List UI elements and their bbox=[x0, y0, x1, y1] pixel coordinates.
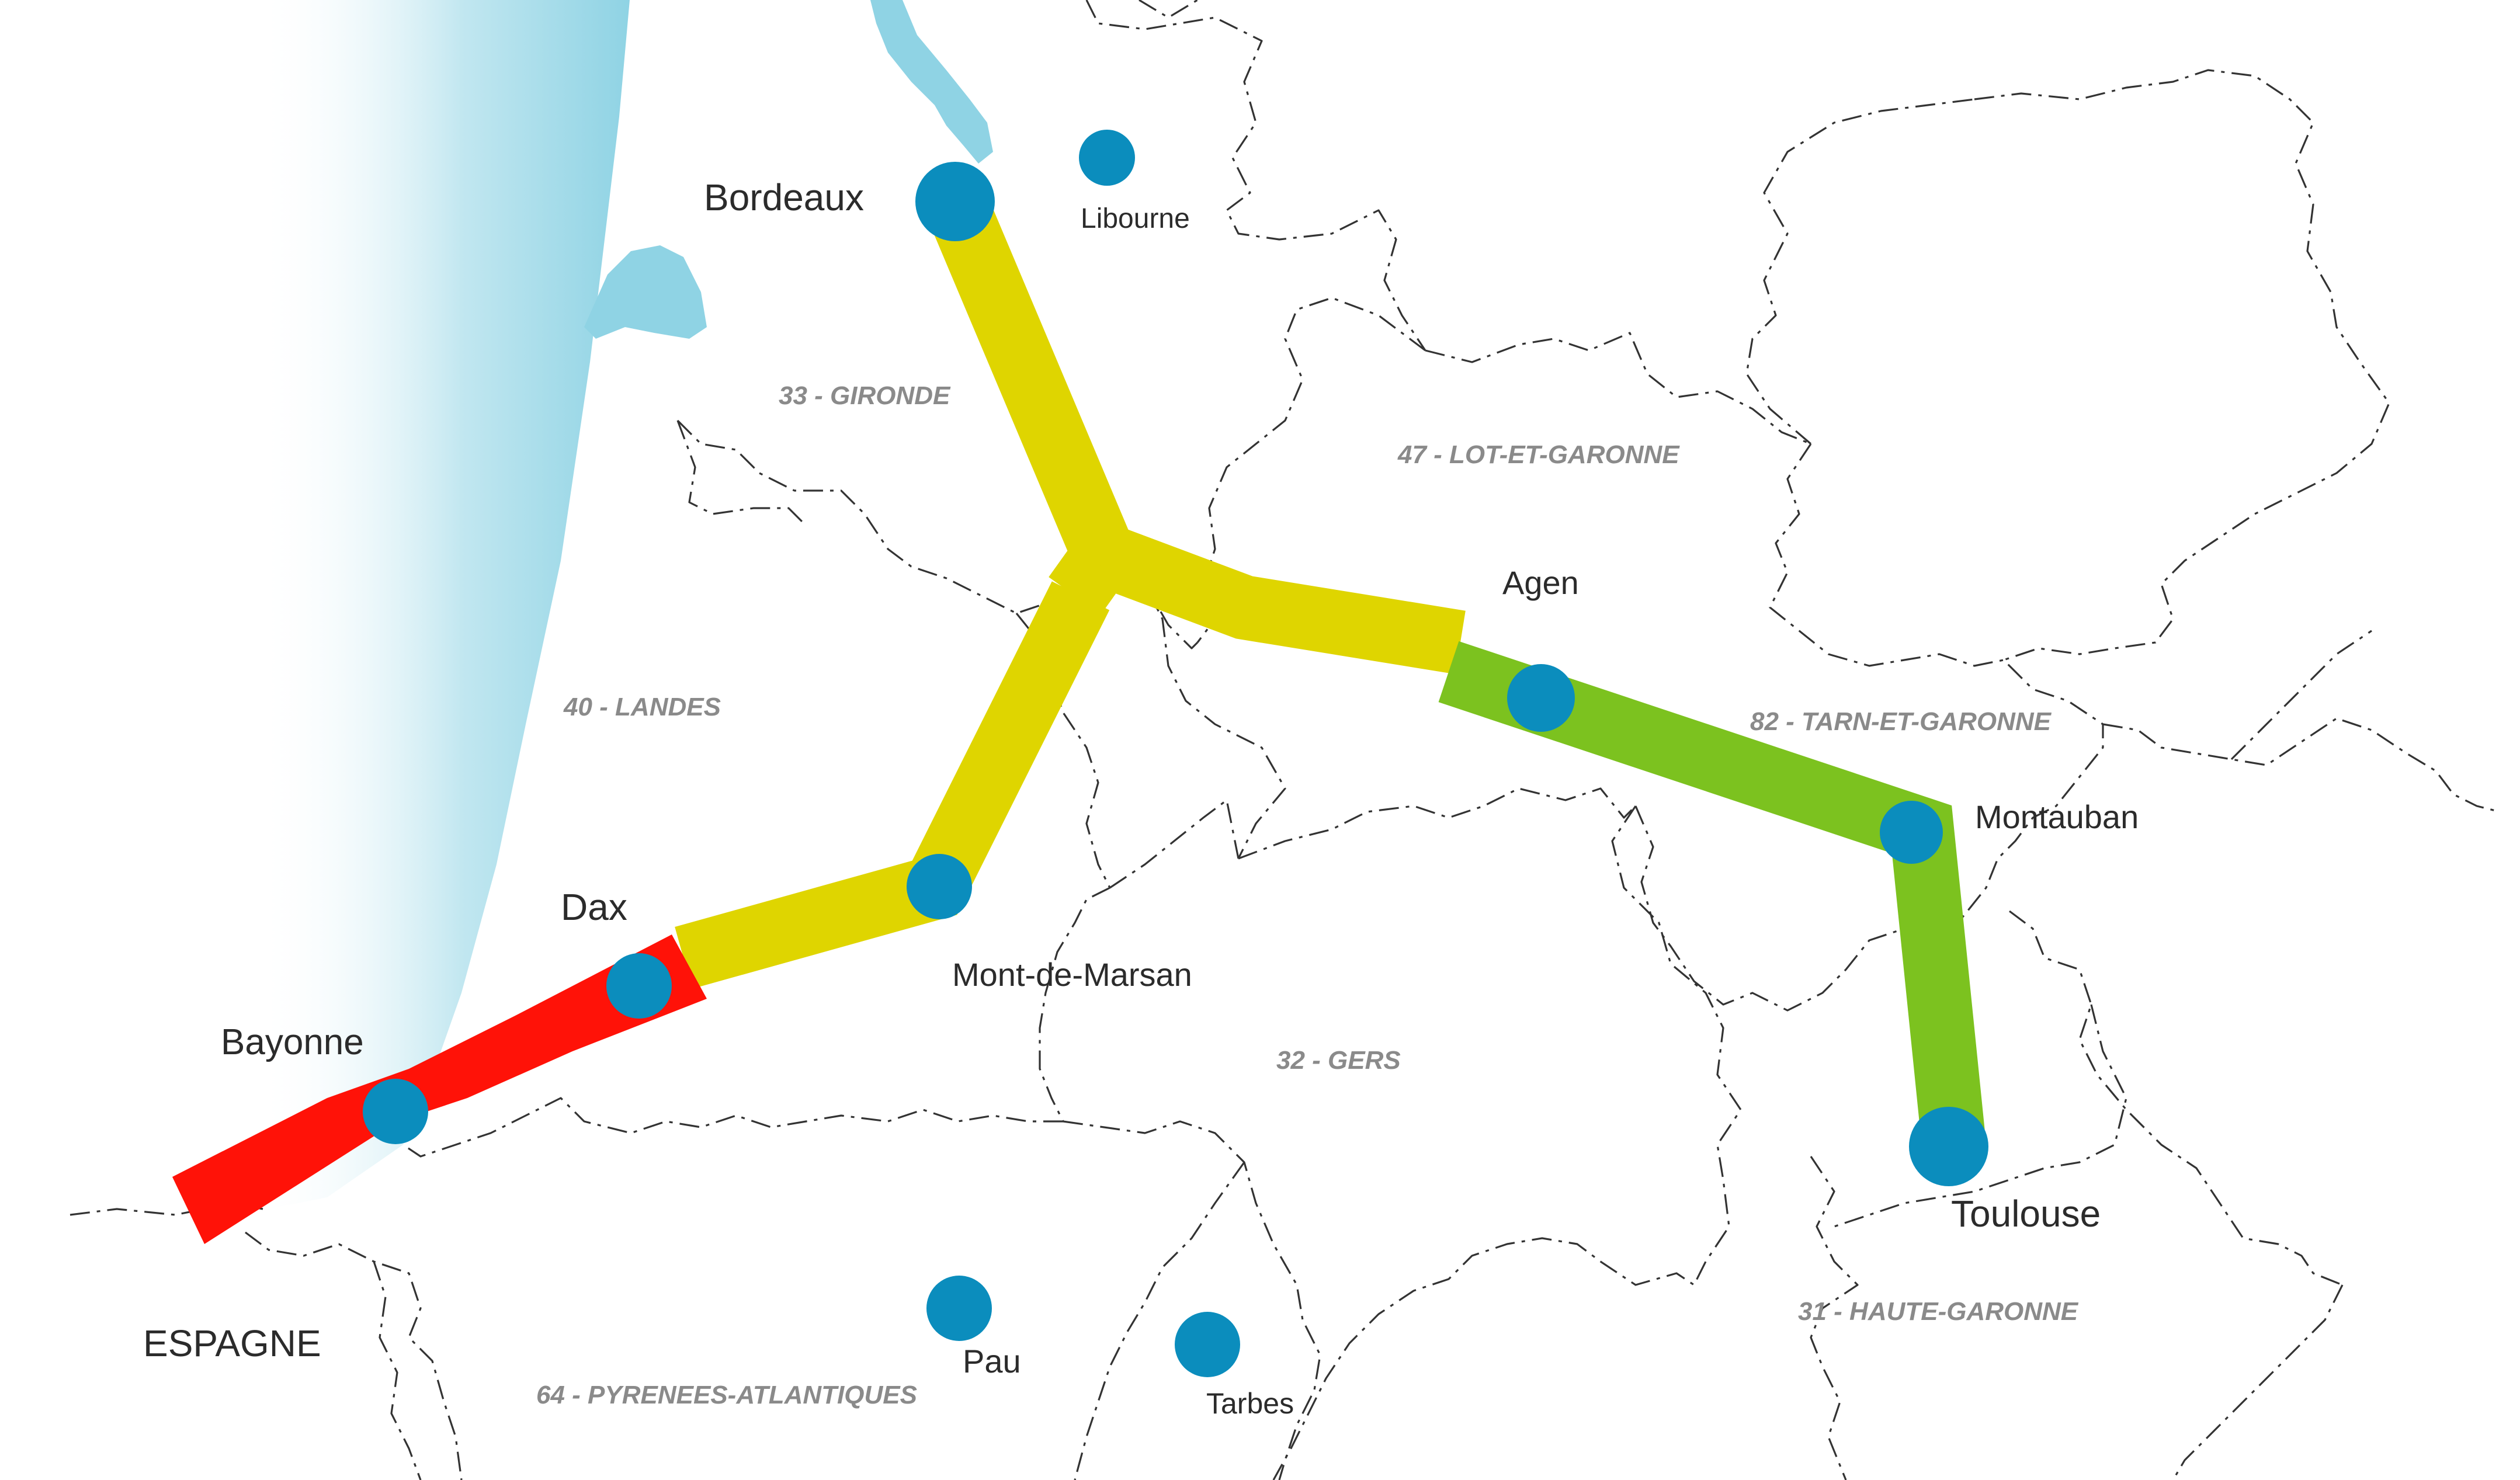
route-bordeaux-branch bbox=[925, 189, 1141, 614]
city-labels: Bordeaux Libourne Agen Montauban Toulous… bbox=[143, 176, 2139, 1420]
country-label-espagne: ESPAGNE bbox=[143, 1322, 321, 1364]
city-dot-dax bbox=[606, 953, 672, 1019]
city-dot-montauban bbox=[1880, 801, 1943, 864]
city-dot-toulouse bbox=[1909, 1107, 1988, 1186]
city-dot-bordeaux bbox=[915, 162, 995, 241]
city-markers bbox=[363, 130, 1988, 1377]
city-label-toulouse: Toulouse bbox=[1951, 1193, 2101, 1235]
city-dot-tarbes bbox=[1175, 1312, 1240, 1377]
arcachon-basin bbox=[584, 245, 707, 339]
dept-label-landes: 40 - LANDES bbox=[563, 693, 721, 721]
city-label-bordeaux: Bordeaux bbox=[704, 176, 864, 218]
dept-label-gers: 32 - GERS bbox=[1276, 1046, 1401, 1075]
city-dot-pau bbox=[926, 1276, 992, 1341]
dept-label-pyrenees-atlantiques: 64 - PYRENEES-ATLANTIQUES bbox=[536, 1381, 917, 1409]
route-red-spain bbox=[172, 934, 707, 1244]
city-label-agen: Agen bbox=[1502, 564, 1579, 601]
city-dot-mont-de-marsan bbox=[907, 854, 972, 919]
dept-label-lot-et-garonne: 47 - LOT-ET-GARONNE bbox=[1397, 440, 1680, 469]
department-labels: 33 - GIRONDE 47 - LOT-ET-GARONNE 40 - LA… bbox=[536, 381, 2079, 1409]
dept-label-gironde: 33 - GIRONDE bbox=[779, 381, 951, 410]
city-dot-agen bbox=[1507, 664, 1575, 732]
city-label-montauban: Montauban bbox=[1975, 798, 2139, 835]
city-label-bayonne: Bayonne bbox=[221, 1022, 364, 1062]
city-dot-bayonne bbox=[363, 1079, 428, 1144]
department-borders bbox=[70, 0, 2501, 1480]
city-dot-libourne bbox=[1079, 130, 1135, 186]
atlantic-ocean bbox=[257, 0, 630, 1209]
route-yellow-dax bbox=[675, 581, 1110, 989]
city-label-mont-de-marsan: Mont-de-Marsan bbox=[952, 956, 1192, 993]
dept-label-haute-garonne: 31 - HAUTE-GARONNE bbox=[1798, 1297, 2079, 1326]
route-green-toulouse bbox=[1438, 641, 1986, 1148]
city-label-dax: Dax bbox=[561, 886, 627, 928]
gironde-estuary bbox=[870, 0, 993, 164]
city-label-tarbes: Tarbes bbox=[1206, 1387, 1294, 1420]
city-label-pau: Pau bbox=[963, 1343, 1021, 1380]
dept-label-tarn-et-garonne: 82 - TARN-ET-GARONNE bbox=[1750, 707, 2052, 736]
route-yellow-agen bbox=[1092, 524, 1466, 675]
city-label-libourne: Libourne bbox=[1081, 203, 1190, 234]
